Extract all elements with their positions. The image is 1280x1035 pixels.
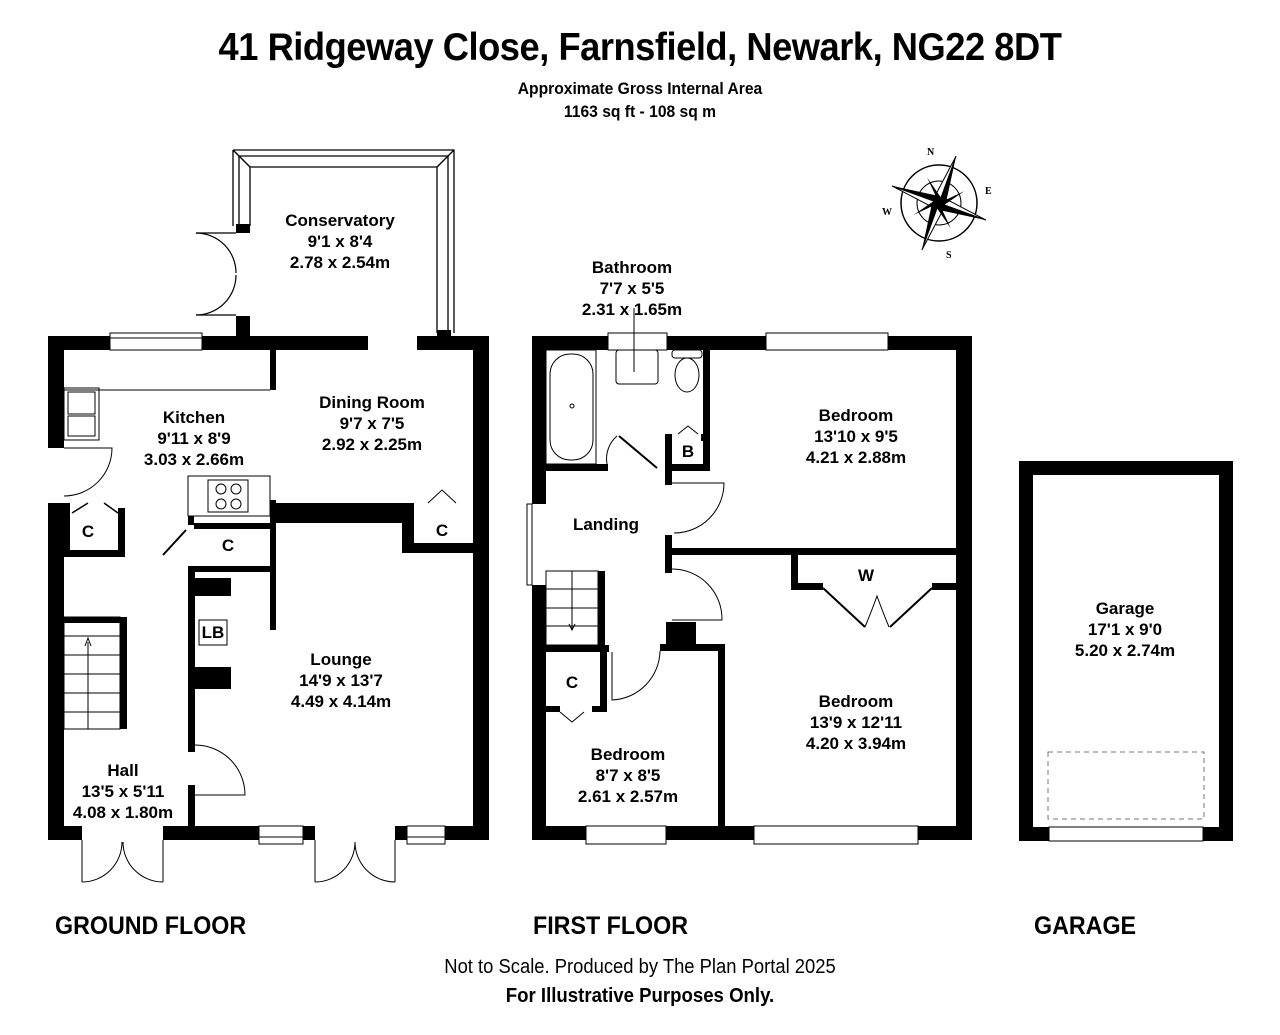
room-metric: 3.03 x 2.66m [143,450,245,469]
room-bedroom-3: Bedroom 8'7 x 8'5 2.61 x 2.57m [578,744,678,807]
room-name: Bedroom [590,745,666,764]
room-name: Garage [1095,599,1155,618]
room-metric: 4.21 x 2.88m [805,448,907,467]
compass-n: N [927,147,935,158]
room-metric: 2.92 x 2.25m [321,435,423,454]
first-floor-plan [526,308,972,845]
room-imperial: 13'9 x 12'11 [809,713,903,732]
compass-s: S [946,250,952,261]
room-imperial: 8'7 x 8'5 [595,766,661,785]
room-imperial: 7'7 x 5'5 [599,279,665,298]
room-imperial: 17'1 x 9'0 [1087,620,1163,639]
cupboard-hall: C [81,522,95,541]
room-name: Hall [107,761,139,780]
area-value: 1163 sq ft - 108 sq m [563,102,717,121]
first-floor-label: FIRST FLOOR [533,912,688,940]
stairs-first [545,570,599,646]
room-kitchen: Kitchen 9'11 x 8'9 3.03 x 2.66m [144,407,244,470]
room-name: Bedroom [818,692,894,711]
toilet-icon [671,349,703,393]
room-metric: 2.31 x 1.65m [581,300,683,319]
room-landing: Landing [573,514,639,535]
room-dining: Dining Room 9'7 x 7'5 2.92 x 2.25m [319,392,425,455]
boiler-label: B [681,442,695,461]
cupboard-dining: C [435,521,449,540]
hob-icon [187,475,271,517]
area-label: Approximate Gross Internal Area [517,79,763,98]
ground-floor-label: GROUND FLOOR [55,912,247,940]
ground-floor-plan [48,149,489,883]
room-lounge: Lounge 14'9 x 13'7 4.49 x 4.14m [291,649,391,712]
room-hall: Hall 13'5 x 5'11 4.08 x 1.80m [73,760,173,823]
cupboard-kitchen: C [221,536,235,555]
compass-e: E [985,186,992,197]
room-imperial: 14'9 x 13'7 [299,671,383,690]
wardrobe-label: W [857,566,875,585]
room-conservatory: Conservatory 9'1 x 8'4 2.78 x 2.54m [285,210,395,273]
room-metric: 4.49 x 4.14m [290,692,392,711]
room-imperial: 9'7 x 7'5 [339,414,405,433]
property-address-title: 41 Ridgeway Close, Farnsfield, Newark, N… [218,26,1062,69]
room-imperial: 9'11 x 8'9 [157,429,231,448]
room-metric: 2.78 x 2.54m [289,253,391,272]
room-imperial: 9'1 x 8'4 [307,232,373,251]
room-name: Conservatory [285,211,395,230]
room-name: Landing [572,515,640,534]
basin-icon [615,308,659,385]
compass-rose-icon: N E S W [882,147,992,261]
room-imperial: 13'10 x 9'5 [814,427,898,446]
room-name: Bedroom [818,406,894,425]
room-name: Bathroom [591,258,673,277]
sink-icon [63,387,100,441]
room-bathroom: Bathroom 7'7 x 5'5 2.31 x 1.65m [582,257,682,320]
cupboard-bedroom: C [565,673,579,692]
room-metric: 4.08 x 1.80m [72,803,174,822]
conservatory-frame [232,149,455,333]
kitchen-window [109,332,203,351]
conservatory-doors [195,232,237,316]
stairs-ground [63,616,121,730]
room-name: Kitchen [162,408,226,427]
illustrative-note: For Illustrative Purposes Only. [505,985,775,1007]
compass-w: W [882,207,892,218]
room-imperial: 13'5 x 5'11 [81,782,165,801]
log-burner-label: LB [201,623,225,642]
room-garage: Garage 17'1 x 9'0 5.20 x 2.74m [1075,598,1175,661]
garage-plan [1019,461,1233,842]
front-doors [81,840,396,883]
room-name: Dining Room [319,393,425,412]
room-name: Lounge [310,650,372,669]
room-metric: 5.20 x 2.74m [1074,641,1176,660]
gross-area: Approximate Gross Internal Area 1163 sq … [51,77,1229,123]
bath-icon [545,349,597,465]
garage-label: GARAGE [1034,912,1137,940]
room-metric: 4.20 x 3.94m [805,734,907,753]
room-bedroom-2: Bedroom 13'9 x 12'11 4.20 x 3.94m [806,691,906,754]
room-metric: 2.61 x 2.57m [577,787,679,806]
disclaimer-text: Not to Scale. Produced by The Plan Porta… [444,956,836,978]
room-bedroom-1: Bedroom 13'10 x 9'5 4.21 x 2.88m [806,405,906,468]
